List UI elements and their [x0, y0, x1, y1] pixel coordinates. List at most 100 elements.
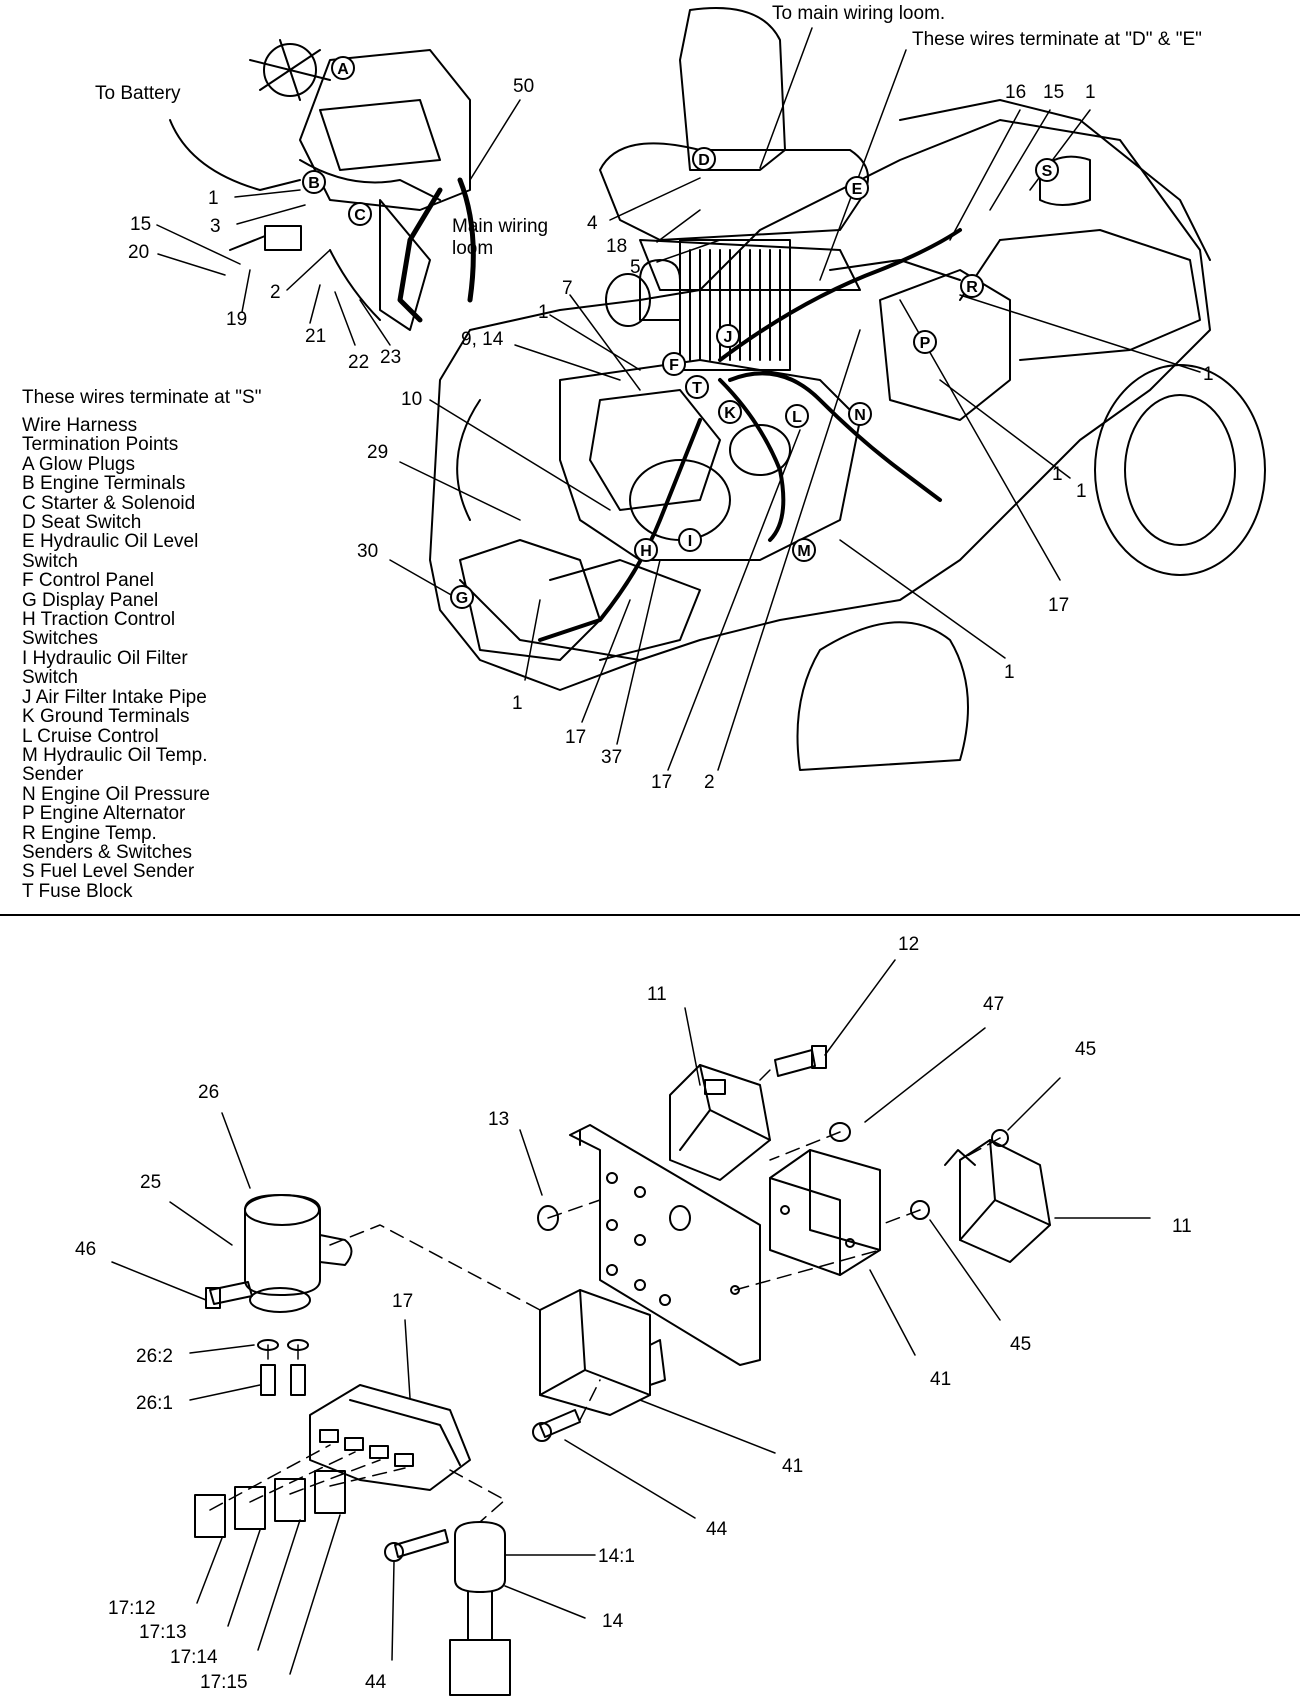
legend-item: Switch	[22, 667, 78, 689]
circle-letter: K	[724, 405, 736, 422]
legend-item: M Hydraulic Oil Temp.	[22, 744, 208, 766]
legend-item: C Starter & Solenoid	[22, 492, 196, 514]
callout-number: 21	[305, 326, 326, 347]
callout-number: 1	[1085, 82, 1096, 103]
callout-number: 17:15	[200, 1672, 248, 1693]
callout-number: 9, 14	[461, 329, 504, 350]
callout-number: 5	[630, 257, 641, 278]
circle-marker-g: G	[450, 585, 474, 609]
callout-number: 14:1	[598, 1546, 635, 1567]
engine-battery-drawing	[169, 39, 476, 331]
callout-number: 1	[1004, 662, 1015, 683]
legend-title-line2: Termination Points	[22, 434, 179, 456]
callout-number: 46	[75, 1239, 96, 1260]
note-main-wiring-loom-line1: Main wiring	[452, 216, 549, 237]
circle-letter: S	[1042, 163, 1053, 180]
top-callout-numbers: 50 1 3 15 20 2 19 21 22 23 4 18 5 16 15 …	[128, 76, 1214, 793]
callout-number: 1	[538, 302, 549, 323]
legend-item: A Glow Plugs	[22, 453, 135, 475]
callout-number: 17	[565, 727, 586, 748]
callout-number: 7	[562, 278, 573, 299]
callout-number: 17	[392, 1291, 413, 1312]
circle-marker-r: R	[960, 274, 984, 298]
circle-marker-m: M	[792, 538, 816, 562]
callout-number: 10	[401, 389, 422, 410]
callout-number: 3	[210, 216, 221, 237]
termination-point-markers: A B C D E S R P J F T K L N I H G M	[302, 56, 1059, 609]
circle-letter: A	[337, 61, 349, 78]
note-terminate-d-e: These wires terminate at "D" & "E"	[912, 29, 1202, 50]
legend-item: D Seat Switch	[22, 512, 142, 534]
circle-letter: E	[852, 181, 863, 198]
bottom-leader-lines	[111, 959, 1151, 1675]
callout-number: 44	[365, 1672, 387, 1693]
callout-number: 12	[898, 934, 919, 955]
legend-item: K Ground Terminals	[22, 706, 190, 728]
circle-letter: C	[354, 207, 366, 224]
callout-number: 1	[1076, 481, 1087, 502]
circle-marker-c: C	[348, 202, 372, 226]
legend-item: I Hydraulic Oil Filter	[22, 647, 188, 669]
circle-marker-b: B	[302, 170, 326, 194]
circle-marker-l: L	[785, 404, 809, 428]
circle-marker-p: P	[913, 330, 937, 354]
section-divider	[0, 914, 1300, 916]
callout-number: 25	[140, 1172, 161, 1193]
note-main-wiring-loom: To main wiring loom.	[772, 3, 946, 24]
callout-number: 37	[601, 747, 622, 768]
note-main-wiring-loom-line2: loom	[452, 238, 494, 259]
top-leader-lines	[156, 27, 1201, 771]
circle-letter: R	[966, 279, 978, 296]
machine-body-drawing	[429, 7, 1266, 771]
callout-number: 17:14	[170, 1647, 218, 1668]
circle-letter: D	[698, 152, 710, 169]
legend-item: L Cruise Control	[22, 725, 159, 747]
legend-title-line1: Wire Harness	[22, 415, 138, 436]
circle-letter: B	[308, 175, 320, 192]
callout-number: 26	[198, 1082, 219, 1103]
legend-item: H Traction Control	[22, 609, 176, 631]
legend-item: T Fuse Block	[22, 880, 133, 902]
callout-number: 26:2	[136, 1346, 173, 1367]
legend-item: N Engine Oil Pressure	[22, 783, 210, 805]
circle-letter: H	[640, 543, 652, 560]
callout-number: 1	[512, 693, 523, 714]
circle-marker-t: T	[685, 375, 709, 399]
note-to-battery: To Battery	[95, 83, 181, 104]
bottom-callout-numbers: 12 11 47 45 13 26 25 46 11 45 41 17 26:2…	[75, 934, 1192, 1693]
callout-number: 18	[606, 236, 627, 257]
callout-number: 13	[488, 1109, 509, 1130]
relay-assembly-drawing	[194, 1045, 1051, 1696]
circle-marker-h: H	[634, 538, 658, 562]
callout-number: 17	[1048, 595, 1069, 616]
callout-number: 11	[1172, 1216, 1192, 1237]
circle-letter: P	[920, 335, 931, 352]
callout-number: 1	[1203, 364, 1214, 385]
callout-number: 1	[208, 188, 219, 209]
circle-marker-a: A	[331, 56, 355, 80]
callout-number: 26:1	[136, 1393, 173, 1414]
circle-marker-s: S	[1035, 158, 1059, 182]
callout-number: 22	[348, 352, 369, 373]
callout-number: 20	[128, 242, 149, 263]
legend-item: G Display Panel	[22, 589, 159, 611]
callout-number: 30	[357, 541, 378, 562]
callout-number: 15	[130, 214, 151, 235]
legend-item: Sender	[22, 764, 84, 786]
circle-letter: N	[854, 407, 866, 424]
circle-marker-k: K	[718, 400, 742, 424]
callout-number: 50	[513, 76, 534, 97]
legend-item: R Engine Temp.	[22, 822, 157, 844]
circle-marker-f: F	[662, 352, 686, 376]
circle-letter: F	[669, 357, 679, 374]
callout-number: 1	[1052, 464, 1063, 485]
legend-item: Switch	[22, 550, 78, 572]
circle-marker-j: J	[716, 324, 740, 348]
callout-number: 45	[1075, 1039, 1096, 1060]
callout-number: 2	[704, 772, 715, 793]
legend-item: F Control Panel	[22, 570, 155, 592]
assembly-dashed-lines	[209, 1069, 1001, 1523]
callout-number: 17:13	[139, 1622, 187, 1643]
callout-number: 14	[602, 1611, 624, 1632]
